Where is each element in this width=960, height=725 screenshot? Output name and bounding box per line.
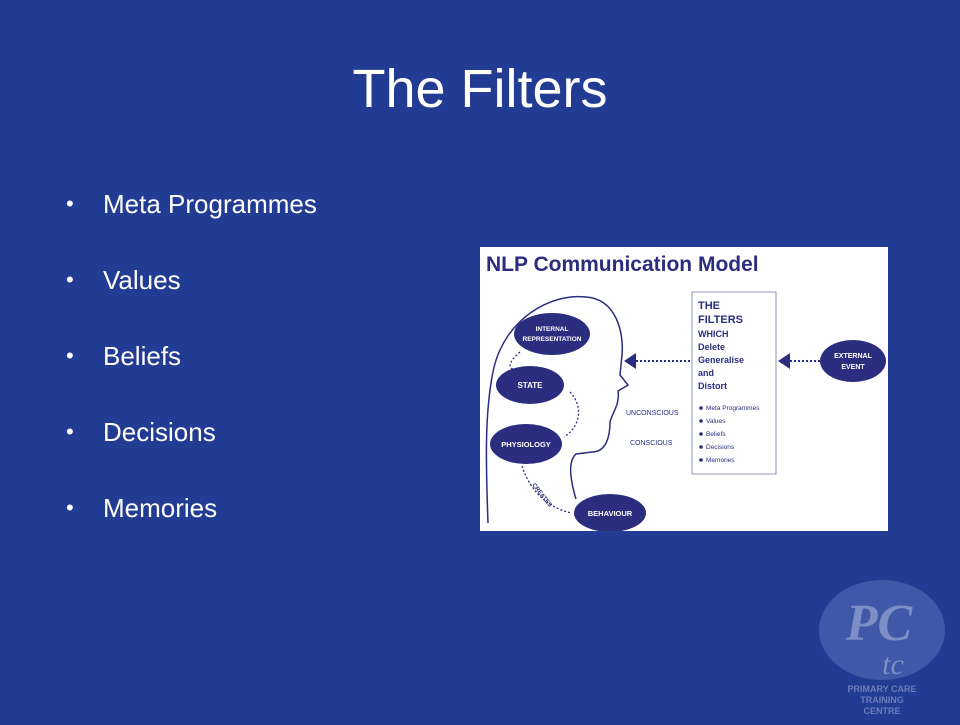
- logo-sub: tc: [882, 648, 904, 681]
- filters-heading-filters: FILTERS: [698, 314, 743, 326]
- head-outline: [485, 295, 630, 524]
- bullet-list: • Meta Programmes • Values • Beliefs • Decis…: [66, 182, 317, 562]
- unconscious-label: UNCONSCIOUS: [626, 410, 679, 417]
- filter-bullet-dot: [699, 406, 703, 410]
- logo-caption: TRAINING: [860, 695, 904, 705]
- internal-representation-label: INTERNAL: [536, 326, 569, 333]
- internal-representation-label: REPRESENTATION: [523, 336, 582, 343]
- diagram-title: NLP Communication Model: [486, 253, 759, 276]
- logo-oval: [819, 580, 945, 680]
- filter-bullet-dot: [699, 432, 703, 436]
- bullet-text: Decisions: [103, 417, 216, 447]
- external-event-oval: [820, 340, 886, 382]
- conscious-label: CONSCIOUS: [630, 440, 673, 447]
- filter-item: Beliefs: [706, 431, 726, 438]
- bullet-item: • Beliefs: [66, 334, 317, 410]
- bullet-dot: •: [66, 419, 74, 444]
- filter-item: Values: [706, 418, 726, 425]
- cycle-arrow: [521, 465, 573, 514]
- arrow-head: [624, 353, 636, 369]
- filter-item: Decisions: [706, 444, 735, 451]
- filter-item: Meta Programmes: [706, 405, 760, 412]
- physiology-oval: [490, 424, 562, 464]
- filter-bullet-dot: [699, 445, 703, 449]
- logo-letters: PC: [845, 595, 914, 652]
- pctc-logo: PC tc PRIMARY CARE TRAINING CENTRE: [815, 578, 955, 720]
- bullet-item: • Values: [66, 258, 317, 334]
- bullet-dot: •: [66, 343, 74, 368]
- bullet-text: Meta Programmes: [103, 189, 317, 219]
- bullet-text: Beliefs: [103, 341, 182, 371]
- internal-representation-oval: [514, 313, 590, 355]
- bullet-text: Values: [103, 265, 181, 295]
- filters-heading-the: THE: [698, 300, 720, 312]
- state-oval: [496, 366, 564, 404]
- state-label: STATE: [517, 381, 543, 390]
- filter-bullet-dot: [699, 419, 703, 423]
- bullet-item: • Memories: [66, 486, 317, 562]
- logo-caption: PRIMARY CARE: [847, 684, 916, 694]
- arrow-head: [778, 353, 790, 369]
- bullet-item: • Decisions: [66, 410, 317, 486]
- behaviour-label: BEHAVIOUR: [588, 509, 633, 518]
- filters-action: Delete: [698, 342, 725, 352]
- filters-box: [691, 291, 777, 475]
- filter-bullet-dot: [699, 458, 703, 462]
- physiology-label: PHYSIOLOGY: [501, 440, 551, 449]
- bullet-text: Memories: [103, 493, 218, 523]
- slide-title: The Filters: [352, 59, 608, 119]
- external-event-label: EVENT: [841, 364, 865, 371]
- behaviour-oval: [574, 494, 646, 531]
- creates-label: CREATES: [530, 483, 552, 509]
- filters-action: Distort: [698, 381, 727, 391]
- bullet-item: • Meta Programmes: [66, 182, 317, 258]
- bullet-dot: •: [66, 267, 74, 292]
- cycle-arrow: [563, 391, 580, 438]
- bullet-dot: •: [66, 495, 74, 520]
- cycle-arrow: [509, 351, 521, 370]
- logo-caption: CENTRE: [863, 706, 900, 716]
- nlp-model-diagram: NLP Communication Model THE FILTERS WHIC…: [480, 247, 888, 531]
- bullet-dot: •: [66, 191, 74, 216]
- filter-item: Memories: [706, 457, 735, 464]
- filters-which: WHICH: [698, 329, 729, 339]
- filters-action: Generalise: [698, 355, 744, 365]
- external-event-label: EXTERNAL: [834, 353, 872, 360]
- filters-action: and: [698, 368, 714, 378]
